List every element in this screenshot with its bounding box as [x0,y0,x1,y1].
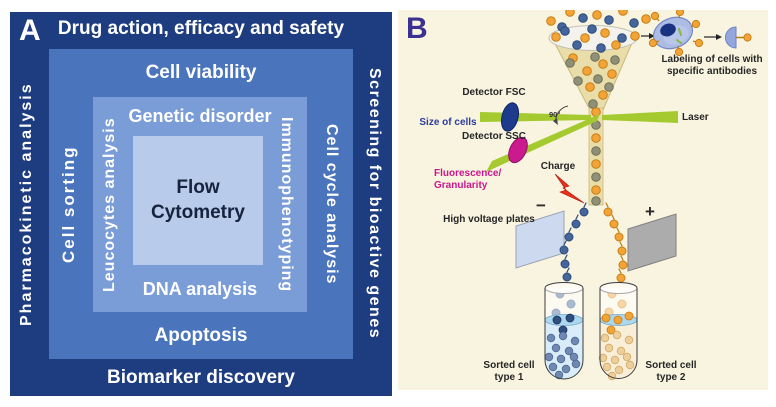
label-size-of-cells: Size of cells [419,117,477,128]
label-pharmacokinetic-analysis: Pharmacokinetic analysis [18,82,35,326]
label-flow-cytometry: Flow Cytometry [151,176,245,223]
panel-a-center-box: Flow Cytometry [133,136,263,265]
laser-beam-main [602,111,678,123]
tube-2 [598,282,638,381]
flow-cytometer-diagram [480,10,752,381]
arrow-icon [704,34,722,40]
panel-b: B Labeling of cells with specific antibo… [398,10,768,390]
panel-b-label: B [406,12,428,45]
antibody-icon [725,26,752,49]
detector-fsc-icon [500,102,520,132]
label-sorted-cell-type-1: Sorted cell type 1 [483,360,535,383]
label-detector-fsc: Detector FSC [462,87,526,98]
label-laser: Laser [682,112,709,123]
label-drug-action: Drug action, efficacy and safety [57,18,345,39]
label-apoptosis: Apoptosis [154,325,248,346]
label-cell-cycle-analysis: Cell cycle analysis [323,123,340,285]
label-biomarker-discovery: Biomarker discovery [107,367,295,388]
beam-to-fsc [480,112,591,122]
panel-a: A Drug action, efficacy and safety Bioma… [10,12,392,396]
label-high-voltage-plates: High voltage plates [443,214,535,225]
angle-90-arc [553,105,569,125]
label-leucocytes-analysis: Leucocytes analysis [101,117,118,292]
panel-a-label: A [19,14,41,47]
label-labeling-antibodies: Labeling of cells with specific antibodi… [661,54,763,77]
label-cell-viability: Cell viability [145,62,257,83]
detector-ssc-icon [508,136,528,164]
panel-a-inner-ring: Genetic disorder DNA analysis Leucocytes… [93,97,307,312]
minus-sign: − [536,196,546,215]
label-90-degrees: 90° [549,110,561,119]
label-sorted-cell-type-2: Sorted cell type 2 [645,360,697,383]
label-cell-sorting: Cell sorting [59,145,78,263]
label-dna-analysis: DNA analysis [142,279,258,299]
label-immunophenotyping: Immunophenotyping [278,116,295,293]
panel-a-middle-ring: Cell viability Apoptosis Cell sorting Ce… [49,49,353,359]
plus-sign: + [645,202,655,221]
label-charge: Charge [540,161,576,172]
arrow-icon [641,33,655,39]
label-genetic-disorder: Genetic disorder [128,106,272,126]
positive-plate [627,213,677,272]
tube-1 [544,282,584,380]
label-fluorescence-granularity: Fluorescence/ Granularity [434,168,502,191]
charge-lightning-icon [554,173,585,204]
label-screening-bioactive-genes: Screening for bioactive genes [366,68,383,340]
label-detector-ssc: Detector SSC [462,131,526,142]
labeled-cell [648,10,704,57]
